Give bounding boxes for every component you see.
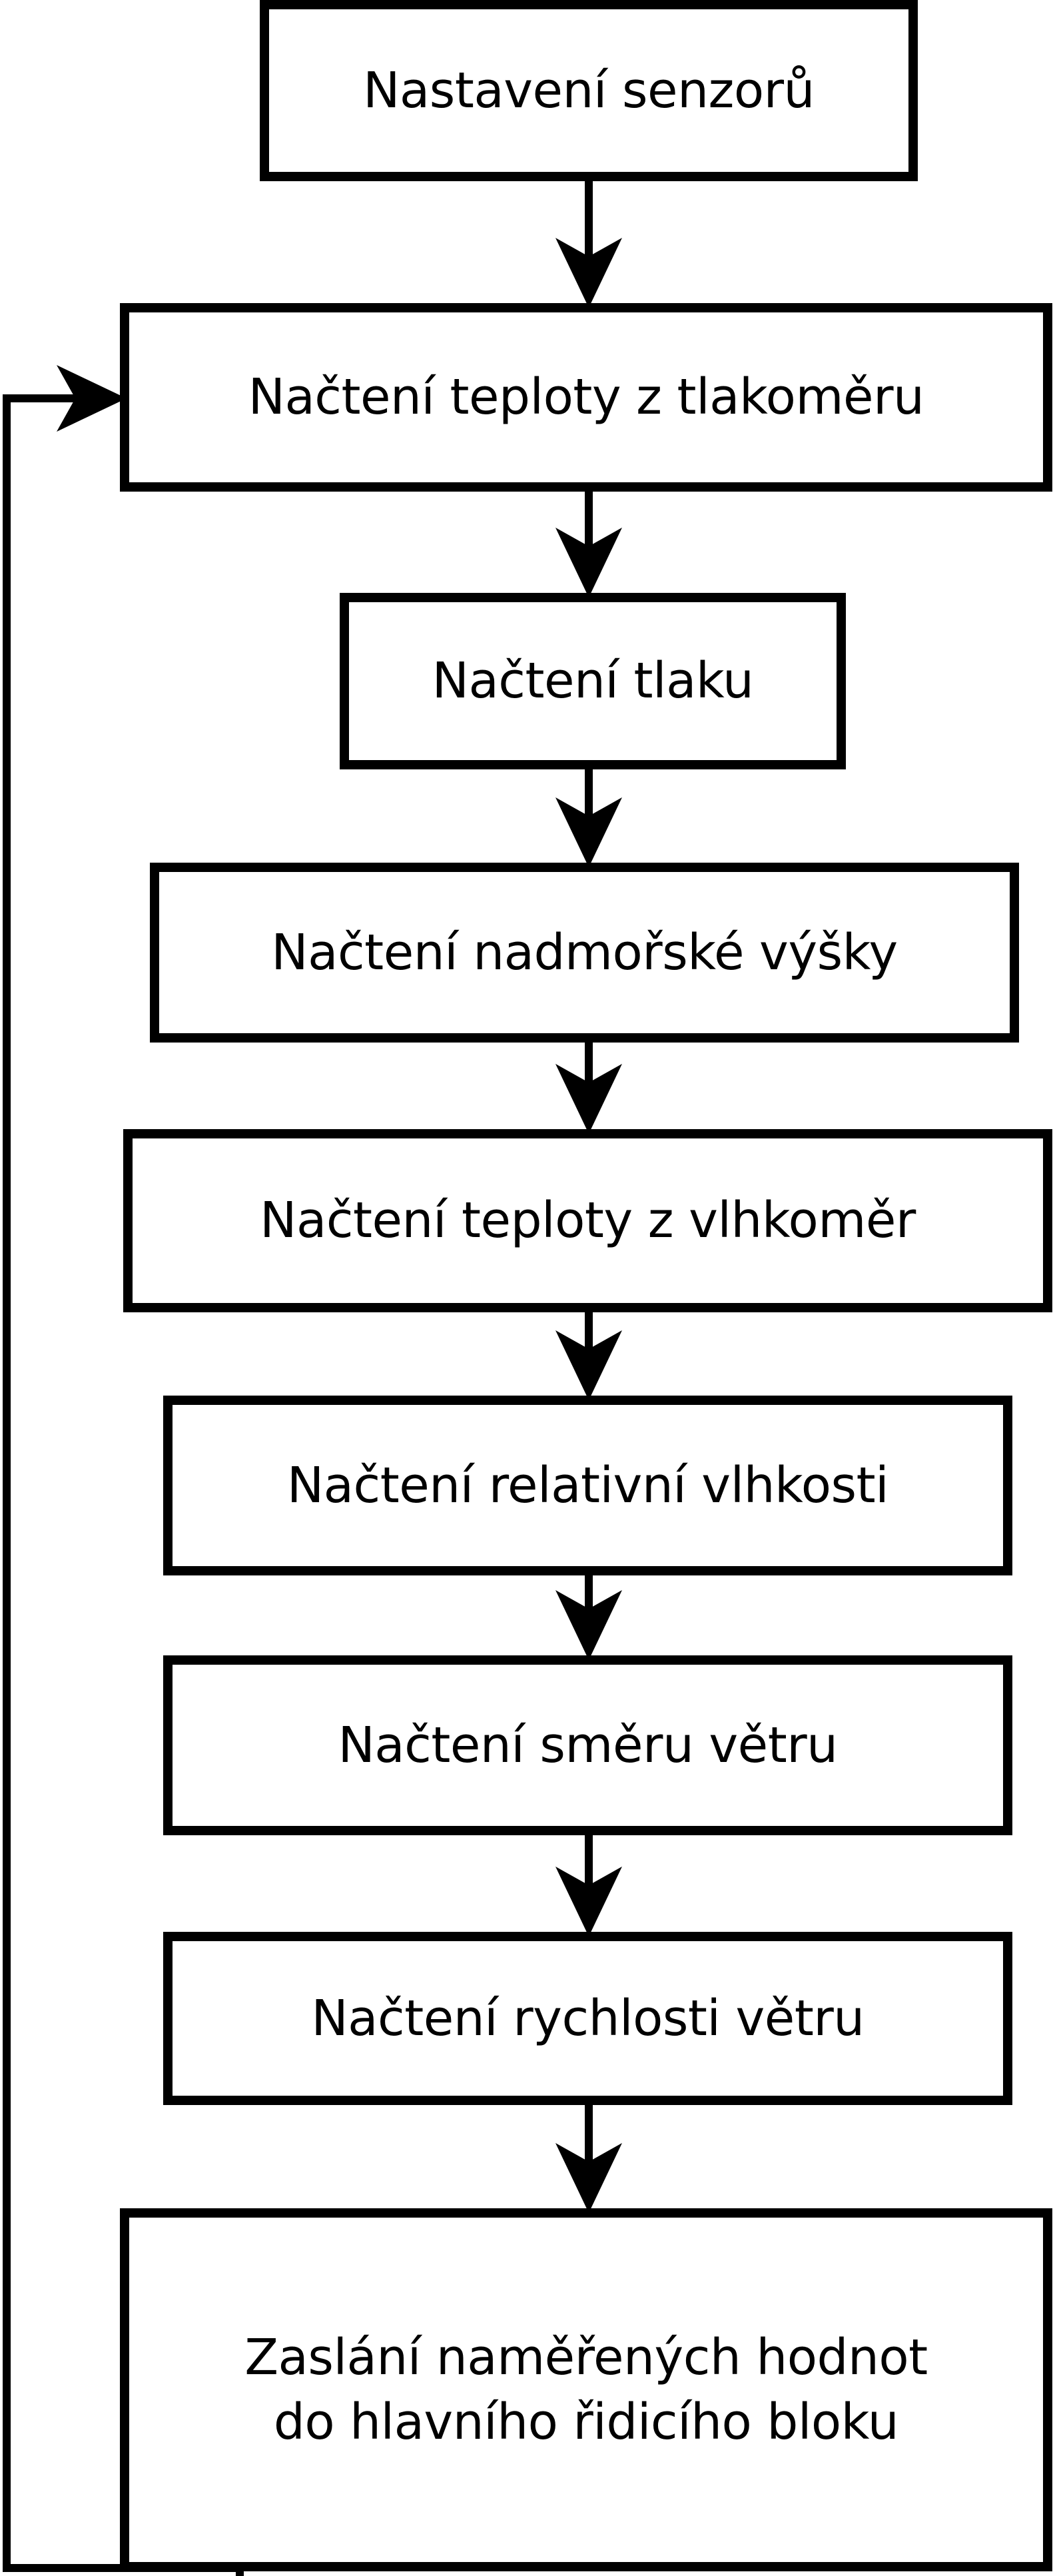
flow-node-label: Zaslání naměřených hodnot do hlavního ři… <box>244 2329 928 2451</box>
flow-node-nastaveni-senzoru[interactable]: Nastavení senzorů <box>260 0 918 181</box>
flow-node-label: Nastavení senzorů <box>363 61 815 119</box>
flow-node-nacteni-tlaku[interactable]: Načtení tlaku <box>340 593 846 769</box>
flow-node-nacteni-nadmorske-vysky[interactable]: Načtení nadmořské výšky <box>150 863 1019 1043</box>
flow-node-label: Načtení nadmořské výšky <box>271 923 898 981</box>
edge-n8-n9 <box>555 2105 622 2213</box>
edge-n1-n2 <box>555 181 622 308</box>
edge-n4-n5 <box>555 1043 622 1134</box>
flow-node-nacteni-teploty-z-tlakomeru[interactable]: Načtení teploty z tlakoměru <box>120 303 1052 492</box>
flow-node-label: Načtení relativní vlhkosti <box>286 1456 889 1514</box>
flow-node-label: Načtení rychlosti větru <box>311 1989 865 2047</box>
flow-node-label: Načtení teploty z vlhkoměr <box>260 1192 916 1250</box>
flow-node-nacteni-relativni-vlhkosti[interactable]: Načtení relativní vlhkosti <box>163 1396 1012 1575</box>
edge-n3-n4 <box>555 769 622 867</box>
flow-node-label: Načtení směru větru <box>338 1716 838 1774</box>
flow-node-nacteni-smeru-vetru[interactable]: Načtení směru větru <box>163 1655 1012 1835</box>
flow-node-zaslani-namerenych-hodnot[interactable]: Zaslání naměřených hodnot do hlavního ři… <box>120 2208 1052 2571</box>
edge-n6-n7 <box>555 1575 622 1660</box>
flow-node-nacteni-teploty-z-vlhkomer[interactable]: Načtení teploty z vlhkoměr <box>123 1129 1052 1312</box>
edge-n5-n6 <box>555 1312 622 1400</box>
edge-n7-n8 <box>555 1835 622 1936</box>
flow-node-label: Načtení tlaku <box>432 652 754 710</box>
flow-node-nacteni-rychlosti-vetru[interactable]: Načtení rychlosti větru <box>163 1932 1012 2105</box>
flow-node-label: Načtení teploty z tlakoměru <box>248 368 924 426</box>
edge-n2-n3 <box>555 492 622 598</box>
